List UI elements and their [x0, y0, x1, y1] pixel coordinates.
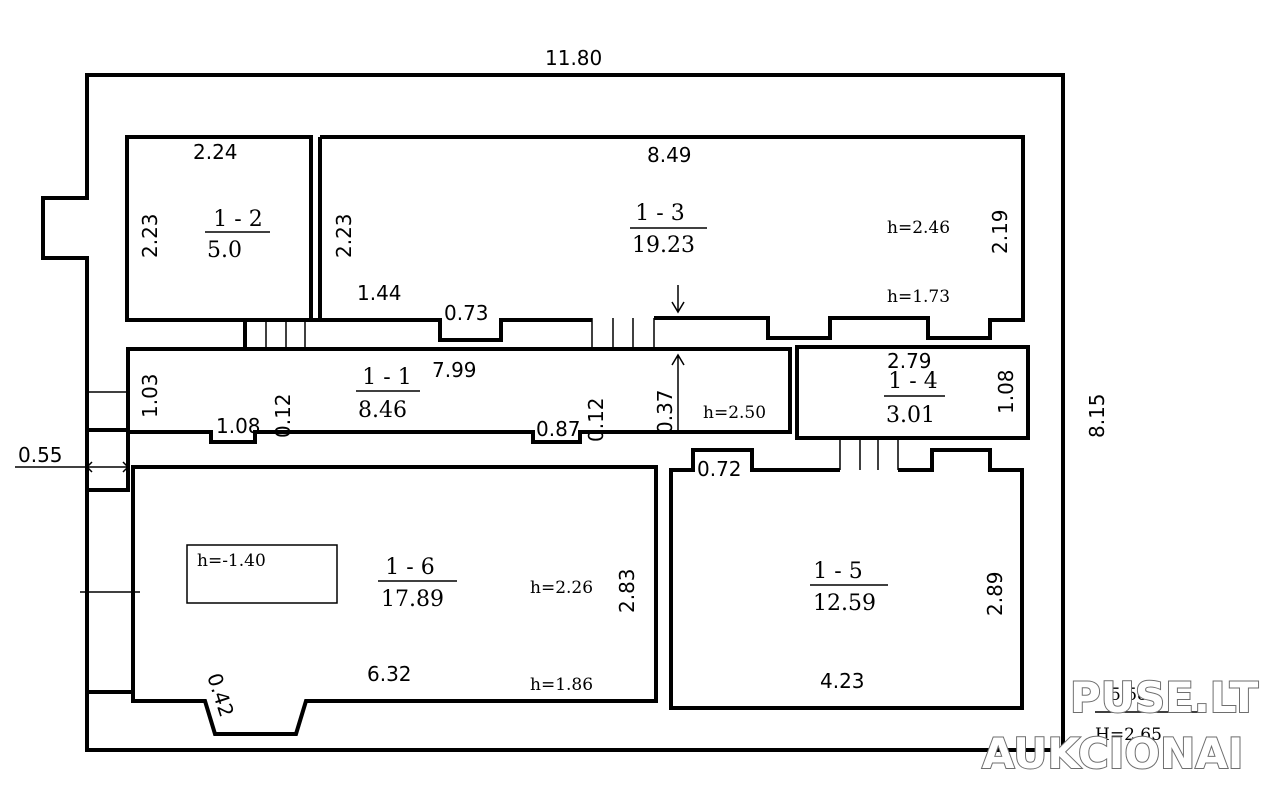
dim-r11-niche2-depth: 0.12: [584, 397, 608, 442]
dim-r14-top: 2.79: [887, 349, 932, 373]
room-1-5-walls: [669, 448, 1024, 710]
building-height-label: H=2.65: [1095, 725, 1162, 745]
room-1-1-height: h=2.50: [703, 403, 766, 423]
corridor-wall-upper: [87, 428, 130, 492]
dim-outer-width: 11.80: [545, 46, 602, 70]
dim-r13-right: 2.19: [988, 209, 1012, 254]
watermark-line2: AUKCIONAI: [982, 729, 1243, 778]
room-1-6-pit-depth: h=-1.40: [197, 551, 266, 571]
room-1-5-number: 1 - 5: [813, 559, 862, 584]
dim-r11-niche1-depth: 0.12: [271, 393, 295, 438]
dim-r15-niche: 0.72: [697, 457, 742, 481]
dim-r15-bottom: 4.23: [820, 669, 865, 693]
room-1-3-height2: h=1.73: [887, 287, 950, 307]
entrance-dim-line: [15, 461, 130, 473]
door-1-3: [591, 318, 655, 349]
entrance-strip: [86, 357, 128, 432]
dim-r11-niche1: 1.08: [216, 414, 261, 438]
dim-r11-top: 7.99: [432, 358, 477, 382]
building-label-top: 5.58: [1110, 685, 1148, 705]
watermark-line1: PUSE.LT: [1070, 673, 1259, 722]
room-1-3-height: h=2.46: [887, 218, 950, 238]
room-1-6-height2: h=1.86: [530, 675, 593, 695]
dim-r16-right: 2.83: [615, 568, 639, 613]
step-arrow: [671, 285, 685, 432]
room-1-3-number: 1 - 3: [635, 201, 684, 226]
room-1-6-walls: [131, 465, 658, 736]
dim-r15-right: 2.89: [983, 571, 1007, 616]
dim-r11-left: 1.03: [138, 373, 162, 418]
door-1-2: [244, 320, 306, 349]
dim-entrance: 0.55: [18, 443, 63, 467]
dim-r13-top: 8.49: [647, 143, 692, 167]
dim-r13-bottom: 1.44: [357, 281, 402, 305]
room-1-6-number: 1 - 6: [385, 555, 434, 580]
dim-r13-niche: 0.73: [444, 301, 489, 325]
room-1-6-height: h=2.26: [530, 578, 593, 598]
door-1-4: [839, 438, 899, 470]
dim-r16-bottom: 6.32: [367, 662, 412, 686]
room-1-6-area: 17.89: [381, 587, 444, 612]
dim-r11-niche2: 0.87: [536, 417, 581, 441]
dim-r14-right: 1.08: [994, 369, 1018, 414]
dim-r12-left: 2.23: [138, 213, 162, 258]
room-1-2-number: 1 - 2: [213, 207, 262, 232]
room-1-3-area: 19.23: [632, 233, 695, 258]
pit-outline: [186, 544, 338, 604]
room-1-3-walls: [305, 135, 1025, 342]
room-1-1-number: 1 - 1: [362, 365, 411, 390]
room-1-5-area: 12.59: [813, 591, 876, 616]
room-1-4-number: 1 - 4: [888, 369, 937, 394]
dim-r11-step: 0.37: [653, 389, 677, 434]
dim-r12-top: 2.24: [193, 140, 238, 164]
dim-r13-left: 2.23: [332, 213, 356, 258]
dim-outer-height: 8.15: [1085, 393, 1109, 438]
room-1-2-area: 5.0: [207, 238, 242, 263]
room-1-4-walls: [795, 345, 1030, 440]
room-1-1-area: 8.46: [358, 398, 407, 423]
room-1-4-area: 3.01: [886, 403, 935, 428]
door-1-2-jamb: [127, 318, 247, 349]
building-outline: [41, 73, 1065, 752]
